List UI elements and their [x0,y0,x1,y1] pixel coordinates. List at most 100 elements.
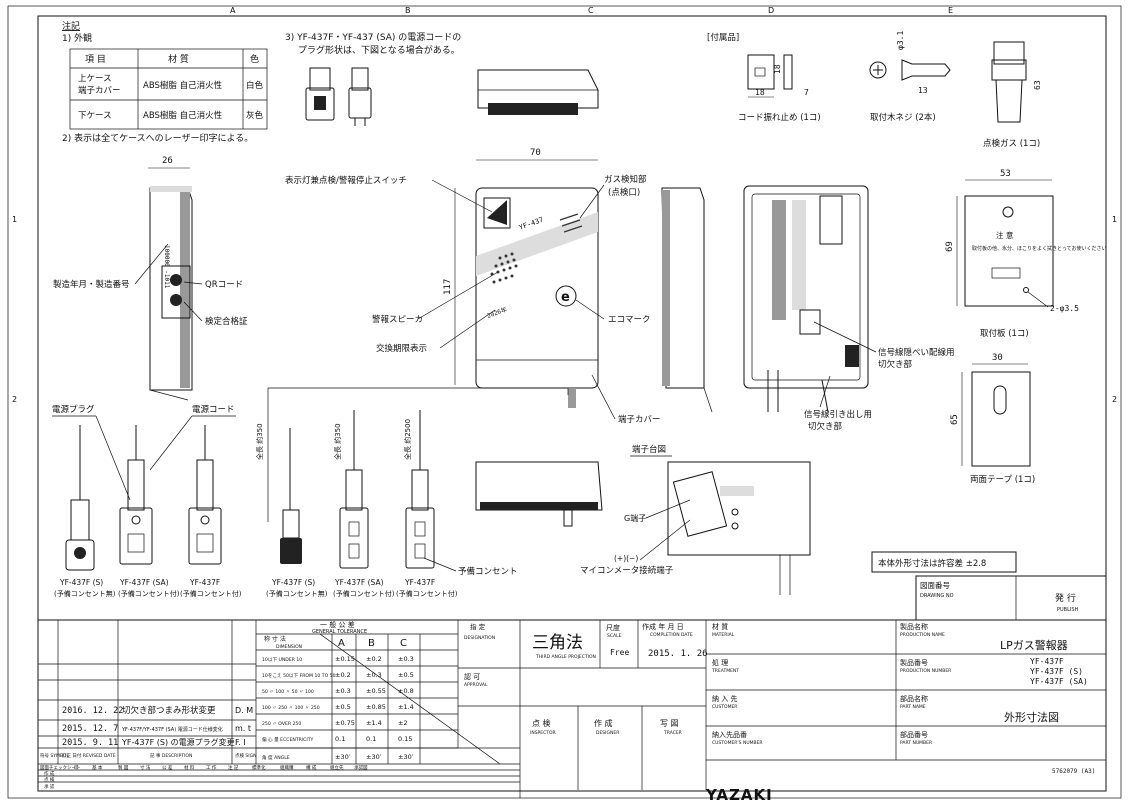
col-marker-a: A [230,6,236,15]
tolerance-note: 本体外形寸法は許容差 ±2.8 [871,551,1017,573]
designation-en: DESIGNATION [464,635,495,641]
svg-text:YF-437: YF-437 [518,216,545,232]
device-side-view-left: 26 100000 -1011 [148,156,193,401]
note-1: 1) 外観 [62,32,92,44]
label-speaker: 警報スピーカ [372,314,423,325]
row2-color: 灰色 [246,110,264,121]
material-en: MATERIAL [712,632,735,638]
drawing-no-label: 図面番号 [920,580,950,590]
tol-c-1: ±0.5 [398,671,414,679]
terminal-diagram: 端子台図 G端子 (+)(−) マイコンメータ接続端子 [580,444,811,595]
scale-label: 尺度 [606,623,620,632]
approval-label: 認 可 [464,672,480,681]
check-sheet: 図面チェックシート [40,765,81,771]
tol-range-3: 100 〃 250 〃 100 〃 250 [262,705,320,711]
variant-3-model: YF-437F [189,578,220,587]
row-marker-2: 2 [12,395,17,404]
alt-plug-drawing [305,67,372,126]
tol-b-0: ±0.2 [366,655,382,663]
tolerance-title-en: GENERAL TOLERANCE [312,629,367,635]
tol-col-a: A [338,638,345,649]
terminal-cover-view [475,461,603,527]
device-side-view-right [661,187,713,413]
row1-item-a: 上ケース [78,74,112,84]
cord-stop-label: コード振れ止め (1コ) [738,112,821,123]
row2-material: ABS樹脂 自己消火性 [143,110,223,121]
col-marker-d: D [768,6,774,15]
part-name-label: 部品名称 [900,694,928,703]
variant-6-model: YF-437F [404,578,435,587]
variant-3-sub: (予備コンセント付) [180,589,242,598]
rev1-date: 2016. 12. 22 [62,706,123,716]
svg-text:2026年: 2026年 [486,305,508,320]
check-assembly: 組立先 [330,764,344,771]
label-switch: 表示灯兼点検/警報停止スイッチ [285,175,407,186]
label-spare-outlet: 予備コンセント [458,566,518,577]
part-number-en: PART NUMBER [900,740,932,746]
tol-c-2: ±0.8 [398,687,414,695]
col-marker-e: E [948,6,953,15]
tol-b-5: 0.1 [366,735,376,743]
dim-tape-height: 65 [950,414,960,425]
dim-gas-height: 63 [1033,80,1042,90]
brand-logo: YAZAKI [705,786,773,804]
row2-item-a: 下ケース [78,111,112,121]
tol-a-4: ±0.75 [335,719,355,727]
label-signal-exit: 信号線引き出し用 [804,409,872,420]
tol-a-0: ±0.15 [335,655,355,663]
dim-cord-height: 18 [773,64,782,74]
check-row: 図面チェックシート 印 基 本 製 図 寸 法 公 差 材 料 工 作 注 記 … [40,764,368,790]
dim-screw-dia: φ3.1 [896,31,905,50]
th-material: 材 質 [168,53,189,65]
publish-en: PUBLISH [1057,607,1079,613]
tol-c-5: 0.15 [398,735,412,743]
variant-1-model: YF-437F (S) [59,578,103,587]
plate-caution-text: 取付板の他、氷分、ほこりをよく拭きとってお使いください [972,245,1106,252]
material-label: 材 質 [712,622,728,631]
designer-label: 作 成 [594,718,613,728]
check-approved: 承 認 [44,783,55,790]
variant-1-sub: (予備コンセント無) [54,589,116,598]
tol-b-2: ±0.55 [366,687,386,695]
row1-color: 白色 [246,80,264,91]
document-code: 5762079 (A3) [1052,768,1095,775]
dim-front-width: 70 [530,148,541,158]
tol-c-6: ±30′ [398,753,414,761]
customer-number-en: CUSTOMER'S NUMBER [712,740,763,746]
check-machining: 工 作 [206,764,217,771]
label-terminal-diagram: 端子台図 [632,444,666,455]
tol-a-5: 0.1 [335,735,345,743]
col-marker-c: C [588,6,594,15]
plug-section: 電源プラグ 電源コード YF-437F (S) (予備コンセント無) YF-43… [52,387,569,598]
customer-number-label: 納入先品番 [712,730,747,739]
rev1-desc: 切欠き部つまみ形状変更 [122,705,216,716]
cord-length-3: 全長 約2500 [403,419,412,460]
dim-screw-len: 13 [918,86,928,95]
tape-label: 両面テープ (1コ) [970,475,1035,485]
variant-4-model: YF-437F (S) [271,578,315,587]
label-eco: エコマーク [608,315,651,325]
dim-label-en: DIMENSION [276,644,302,650]
device-top-view [477,69,599,115]
part-name: 外形寸法図 [1004,710,1059,724]
designer-en: DESIGNER [596,730,619,736]
check-tolerance: 公 差 [162,764,173,771]
product-number-label: 製品番号 [900,658,928,667]
tracer-label: 写 図 [660,719,679,728]
tolerance-note-text: 本体外形寸法は許容差 ±2.8 [878,558,986,569]
tol-c-3: ±1.4 [398,703,414,711]
grid-markers: A B C D E 1 2 1 2 [12,6,1117,404]
label-g-terminal: G端子 [624,513,646,523]
check-material: 材 料 [184,764,195,771]
drawing-no-en: DRAWING NO [920,593,954,599]
label-mfg: 製造年月・製造番号 [53,279,130,290]
inspector-en: INSPECTOR [530,730,556,736]
double-tape: 30 65 両面テープ (1コ) [950,353,1035,485]
check-basic: 基 本 [92,764,103,771]
variant-6-sub: (予備コンセント付) [396,589,458,598]
cord-length-1: 全長 約350 [255,423,264,460]
cord-length-2: 全長 約350 [333,423,342,460]
date-label: 作成 年 月 日 [642,622,684,631]
label-expiry: 交換期限表示 [376,343,427,354]
label-check-port: (点検口) [608,187,640,198]
